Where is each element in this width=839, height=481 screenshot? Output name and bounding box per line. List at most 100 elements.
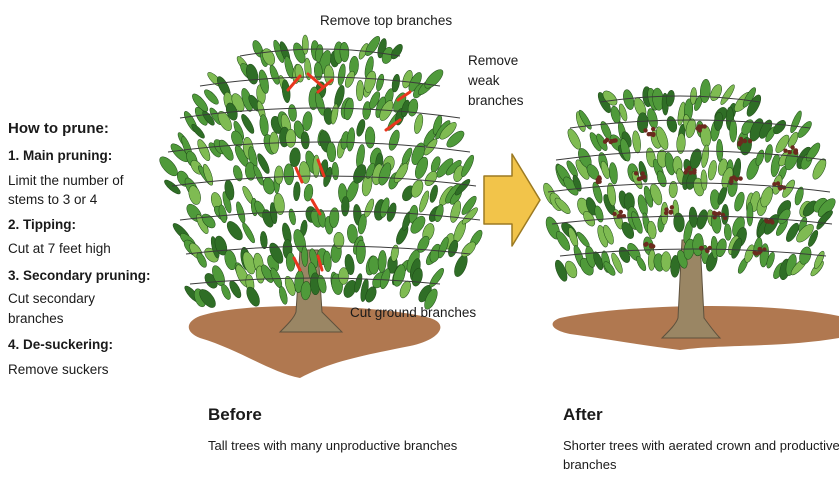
before-leaf — [375, 73, 385, 91]
after-berry — [688, 171, 692, 175]
after-berry — [790, 145, 794, 149]
before-leaf — [293, 182, 301, 201]
after-berry — [634, 171, 638, 175]
right-arrow-icon — [484, 154, 540, 246]
before-leaf — [244, 285, 262, 308]
after-leaf — [699, 79, 711, 103]
after-berry — [754, 251, 758, 255]
before-leaf — [301, 131, 310, 149]
before-leaf — [433, 204, 445, 223]
after-berry — [613, 138, 617, 142]
label-remove-weak-1: Remove — [468, 52, 518, 70]
after-berry — [684, 170, 688, 174]
after-leaf — [730, 119, 737, 142]
before-leaf — [346, 127, 356, 151]
before-leaf — [268, 64, 281, 85]
before-leaf — [326, 142, 336, 163]
instructions-heading: How to prune: — [8, 120, 109, 138]
step-1-line-2: stems to 3 or 4 — [8, 191, 97, 209]
after-berry — [597, 179, 601, 183]
after-description: Shorter trees with aerated crown and pro… — [563, 436, 839, 474]
after-leaf — [631, 130, 641, 153]
after-leaf — [700, 144, 710, 168]
step-4-line-1: Remove suckers — [8, 361, 109, 379]
after-berry — [699, 246, 703, 250]
after-leaf — [716, 139, 723, 162]
after-berry — [692, 170, 696, 174]
before-leaf — [259, 114, 269, 136]
before-leaf — [330, 103, 340, 124]
after-berry — [651, 133, 655, 137]
after-berry — [748, 139, 752, 143]
after-leaf — [810, 157, 829, 181]
after-berry — [642, 175, 646, 179]
before-leaf — [413, 113, 425, 134]
before-leaf — [195, 138, 212, 162]
after-berry — [743, 139, 747, 143]
after-leaf — [635, 255, 648, 272]
before-leaf — [260, 231, 268, 249]
after-berry — [717, 211, 721, 215]
before-leaf — [286, 252, 295, 271]
before-leaf — [422, 67, 446, 91]
after-leaf — [747, 202, 753, 226]
after-berry — [738, 176, 742, 180]
step-2-title: 2. Tipping: — [8, 216, 76, 234]
after-berry — [793, 150, 797, 154]
after-berry — [783, 149, 787, 153]
after-berry — [697, 124, 701, 128]
step-3-line-2: branches — [8, 310, 64, 328]
after-berry — [651, 127, 655, 131]
after-leaf — [754, 149, 765, 167]
after-berry — [712, 211, 716, 215]
step-4-title: 4. De-suckering: — [8, 336, 113, 354]
after-berry — [643, 243, 647, 247]
after-leaf — [661, 252, 671, 272]
before-leaf — [157, 154, 181, 179]
before-leaf — [427, 267, 446, 289]
after-berry — [670, 205, 674, 209]
after-berry — [664, 207, 668, 211]
after-tree-foliage — [541, 79, 838, 283]
label-remove-weak-2: weak — [468, 72, 500, 90]
before-leaf — [363, 198, 376, 218]
after-berry — [698, 128, 702, 132]
after-berry — [643, 128, 647, 132]
label-remove-top-branches: Remove top branches — [320, 12, 452, 30]
before-leaf — [329, 207, 340, 228]
before-leaf — [428, 184, 439, 203]
before-leaf — [390, 244, 400, 262]
after-leaf — [646, 221, 657, 240]
before-description: Tall trees with many unproductive branch… — [208, 436, 498, 455]
before-leaf — [240, 222, 256, 245]
after-berry — [649, 243, 653, 247]
before-leaf — [284, 164, 294, 185]
after-title: After — [563, 406, 603, 424]
step-3-title: 3. Secondary pruning: — [8, 267, 151, 285]
before-leaf — [302, 35, 309, 54]
after-berry — [668, 210, 672, 214]
before-leaf — [274, 166, 283, 184]
before-leaf — [288, 208, 297, 225]
before-title: Before — [208, 406, 262, 424]
before-leaf — [332, 162, 340, 180]
after-berry — [770, 220, 774, 224]
before-leaf — [378, 250, 387, 273]
before-leaf — [281, 79, 291, 103]
after-berry — [605, 138, 609, 142]
before-leaf — [365, 127, 375, 149]
step-2-line-1: Cut at 7 feet high — [8, 240, 111, 258]
before-leaf — [286, 129, 296, 147]
after-leaf — [565, 127, 583, 151]
before-leaf — [302, 111, 313, 131]
after-berry — [638, 177, 642, 181]
after-berry — [734, 177, 738, 181]
before-leaf — [235, 201, 247, 224]
after-berry — [729, 181, 733, 185]
before-leaf — [391, 74, 401, 93]
before-leaf — [339, 268, 349, 285]
after-berry — [776, 181, 780, 185]
before-leaf — [355, 118, 366, 137]
step-3-line-1: Cut secondary — [8, 290, 95, 308]
